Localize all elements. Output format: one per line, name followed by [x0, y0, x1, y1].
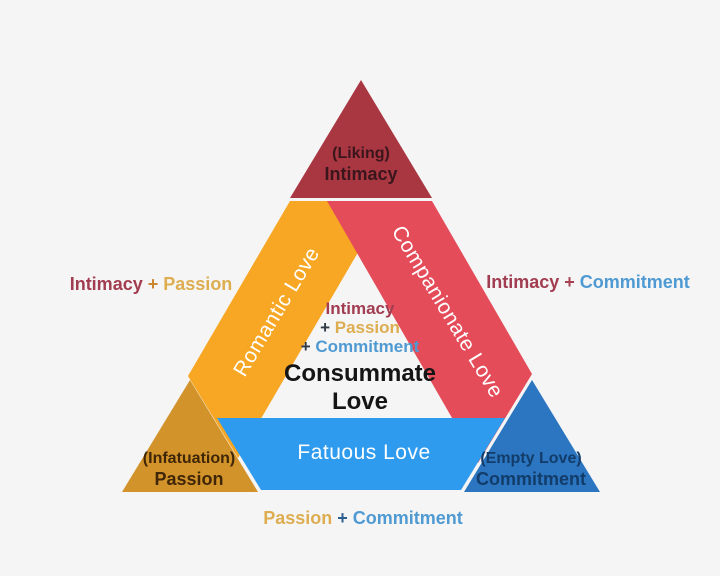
- fatuous-love-band-label: Fatuous Love: [297, 441, 431, 465]
- bottom-label-commitment: Commitment: [352, 508, 463, 528]
- bottom-label-plus: +: [337, 508, 348, 528]
- right-label-plus: +: [564, 272, 575, 292]
- infatuation-sublabel: (Infatuation): [142, 450, 236, 467]
- center-passion-label: Passion: [334, 318, 400, 337]
- bottom-label-passion: Passion: [263, 508, 333, 528]
- consummate-love-center-block: Intimacy + Passion + Commitment Consumma…: [284, 299, 436, 416]
- intimacy-corner-label: (Liking) Intimacy: [324, 144, 397, 185]
- romantic-love-band-shape: [188, 201, 388, 458]
- companionate-love-band-shape: [327, 201, 532, 463]
- center-plus-1: +: [320, 318, 330, 337]
- intimacy-plus-commitment-label: Intimacy + Commitment: [486, 272, 690, 294]
- center-plus-2: +: [300, 337, 311, 356]
- intimacy-label: Intimacy: [324, 163, 398, 184]
- fatuous-love-band-shape: [217, 418, 505, 490]
- passion-label: Passion: [154, 468, 224, 489]
- right-label-commitment: Commitment: [579, 272, 690, 292]
- passion-triangle-shape: [122, 380, 258, 492]
- left-label-intimacy: Intimacy: [69, 274, 143, 294]
- consummate-title-line1: Consummate: [283, 360, 437, 387]
- right-label-intimacy: Intimacy: [486, 272, 560, 292]
- intimacy-plus-passion-label: Intimacy + Passion: [70, 274, 233, 296]
- center-passion-row: + Passion: [284, 318, 436, 337]
- liking-sublabel: (Liking): [332, 145, 390, 162]
- left-label-passion: Passion: [163, 274, 233, 294]
- consummate-title-line2: Love: [331, 388, 388, 415]
- center-commitment-row: + Commitment: [284, 337, 436, 356]
- empty-love-sublabel: (Empty Love): [480, 450, 582, 467]
- commitment-corner-label: (Empty Love) Commitment: [476, 449, 586, 490]
- intimacy-triangle-shape: [290, 80, 432, 198]
- commitment-triangle-shape: [464, 380, 600, 492]
- passion-plus-commitment-label: Passion + Commitment: [263, 508, 463, 530]
- center-intimacy-label: Intimacy: [325, 299, 395, 318]
- commitment-label: Commitment: [475, 468, 587, 489]
- center-commitment-label: Commitment: [315, 337, 420, 356]
- left-label-plus: +: [147, 274, 159, 294]
- passion-corner-label: (Infatuation) Passion: [143, 449, 235, 490]
